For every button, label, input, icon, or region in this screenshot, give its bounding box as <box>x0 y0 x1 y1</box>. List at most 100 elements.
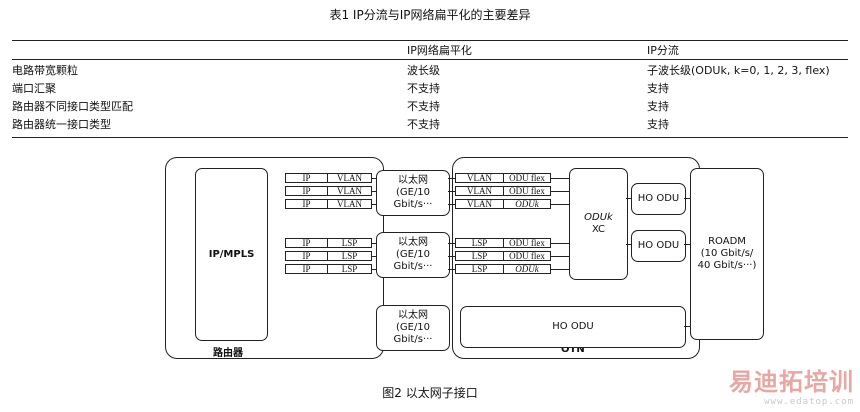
connector-line <box>448 178 455 179</box>
router-label: 路由器 <box>213 348 243 359</box>
strip-field: VLAN <box>455 186 503 196</box>
oduk-xc-subtitle: XC <box>591 224 606 235</box>
ethernet-block: 以太网 (GE/10 Gbit/s··· <box>376 305 450 351</box>
otn-label: OTN <box>561 344 585 355</box>
roadm-block: ROADM (10 Gbit/s/ 40 Gbit/s···) <box>690 168 764 340</box>
strip-field: IP <box>285 186 327 196</box>
roadm-rate: (10 Gbit/s/ <box>700 248 754 259</box>
ho-odu-block: HO ODU <box>631 183 686 215</box>
ethernet-title: 以太网 <box>398 310 428 321</box>
ip-vlan-strip: IP VLAN <box>285 186 372 196</box>
strip-field: VLAN <box>327 173 372 183</box>
table-top-rule <box>12 40 848 41</box>
ip-lsp-strip: IP LSP <box>285 264 372 274</box>
connector-line <box>372 191 376 192</box>
strip-field: ODU flex <box>503 186 551 196</box>
connector-line <box>551 243 569 244</box>
strip-field: IP <box>285 238 327 248</box>
vlan-odu-strip: VLAN ODU flex <box>455 186 551 196</box>
vlan-odu-strip: VLAN ODU flex <box>455 173 551 183</box>
table-title: 表1 IP分流与IP网络扁平化的主要差异 <box>329 8 531 22</box>
strip-field: LSP <box>455 264 503 274</box>
connector-line <box>626 244 631 245</box>
table-cell: 不支持 <box>407 100 440 113</box>
connector-line <box>448 243 455 244</box>
connector-line <box>372 256 376 257</box>
strip-field: LSP <box>455 238 503 248</box>
strip-field: ODU flex <box>503 238 551 248</box>
oduk-xc-title: ODUk <box>584 212 613 223</box>
strip-field: LSP <box>327 251 372 261</box>
strip-field: ODU flex <box>503 173 551 183</box>
ethernet-rate: (GE/10 Gbit/s··· <box>393 249 433 272</box>
strip-field: IP <box>285 264 327 274</box>
strip-field: LSP <box>327 238 372 248</box>
table-cell: 波长级 <box>407 64 440 77</box>
watermark-logo: 易迪拓培训 <box>729 368 854 396</box>
connector-line <box>551 256 569 257</box>
oduk-xc-block: ODUk XC <box>569 168 628 280</box>
strip-field: LSP <box>327 264 372 274</box>
connector-line <box>448 204 455 205</box>
table-header-cell: IP网络扁平化 <box>407 44 472 57</box>
connector-line <box>372 204 376 205</box>
ethernet-rate: (GE/10 Gbit/s··· <box>393 187 433 210</box>
ip-vlan-strip: IP VLAN <box>285 173 372 183</box>
connector-line <box>448 269 455 270</box>
connector-line <box>551 204 569 205</box>
ethernet-title: 以太网 <box>398 175 428 186</box>
watermark-url: www.edatop.com <box>764 397 854 407</box>
ethernet-title: 以太网 <box>398 237 428 248</box>
strip-field: ODU flex <box>503 251 551 261</box>
strip-field: VLAN <box>455 199 503 209</box>
strip-field: IP <box>285 199 327 209</box>
table-cell: 支持 <box>647 100 669 113</box>
table-bottom-rule <box>12 137 848 138</box>
figure-caption: 图2 以太网子接口 <box>382 386 478 400</box>
table-cell: 子波长级(ODUk, k=0, 1, 2, 3, flex) <box>647 64 830 77</box>
table-cell: 电路带宽颗粒 <box>12 64 78 77</box>
connector-line <box>684 244 690 245</box>
roadm-rate: 40 Gbit/s···) <box>697 260 757 271</box>
connector-line <box>551 178 569 179</box>
strip-field: LSP <box>455 251 503 261</box>
strip-field: VLAN <box>327 199 372 209</box>
table-header-rule <box>12 59 848 60</box>
strip-field: IP <box>285 173 327 183</box>
table-cell: 支持 <box>647 82 669 95</box>
connector-line <box>448 256 455 257</box>
lsp-odu-strip: LSP ODU flex <box>455 251 551 261</box>
table-cell: 路由器不同接口类型匹配 <box>12 100 133 113</box>
table-cell: 支持 <box>647 118 669 131</box>
ethernet-rate: (GE/10 Gbit/s··· <box>393 322 433 345</box>
strip-field: VLAN <box>455 173 503 183</box>
connector-line <box>372 178 376 179</box>
connector-line <box>626 198 631 199</box>
strip-field: ODUk <box>503 264 551 274</box>
strip-field: ODUk <box>503 199 551 209</box>
ho-odu-wide-block: HO ODU <box>460 306 686 348</box>
connector-line <box>448 191 455 192</box>
connector-line <box>551 269 569 270</box>
ip-lsp-strip: IP LSP <box>285 251 372 261</box>
watermark: 易迪拓培训 www.edatop.com <box>729 362 854 407</box>
ip-mpls-block: IP/MPLS <box>195 168 268 341</box>
table-cell: 端口汇聚 <box>12 82 56 95</box>
table-cell: 路由器统一接口类型 <box>12 118 111 131</box>
ethernet-block: 以太网 (GE/10 Gbit/s··· <box>376 232 450 278</box>
table-cell: 不支持 <box>407 82 440 95</box>
ip-vlan-strip: IP VLAN <box>285 199 372 209</box>
table-header-cell: IP分流 <box>647 44 679 57</box>
roadm-title: ROADM <box>708 236 746 247</box>
connector-line <box>372 269 376 270</box>
vlan-odu-strip: VLAN ODUk <box>455 199 551 209</box>
lsp-odu-strip: LSP ODUk <box>455 264 551 274</box>
connector-line <box>551 191 569 192</box>
table-cell: 不支持 <box>407 118 440 131</box>
ho-odu-block: HO ODU <box>631 230 686 262</box>
strip-field: VLAN <box>327 186 372 196</box>
strip-field: IP <box>285 251 327 261</box>
connector-line <box>684 198 690 199</box>
connector-line <box>372 243 376 244</box>
connector-line <box>684 326 690 327</box>
